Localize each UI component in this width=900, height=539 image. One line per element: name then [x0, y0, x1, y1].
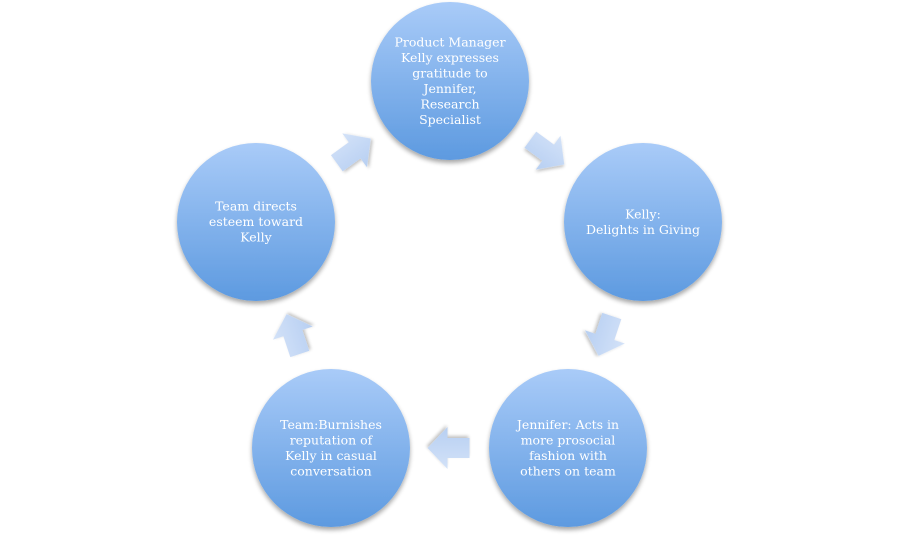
node-label-line: reputation of — [290, 432, 374, 447]
node-label-line: conversation — [290, 463, 371, 478]
arrow-giving-to-prosocial — [584, 312, 625, 356]
node-label-line: others on team — [520, 463, 616, 478]
node-label-line: Team:Burnishes — [280, 417, 382, 432]
node-label-line: fashion with — [529, 448, 607, 463]
node-label-line: Specialist — [419, 112, 481, 127]
node-label-line: Product Manager — [394, 34, 505, 49]
arrow-prosocial-to-reputation — [427, 427, 470, 469]
node-label-line: Jennifer, — [421, 81, 476, 96]
node-label-line: Team directs — [215, 199, 297, 214]
arrow-reputation-to-esteem — [272, 314, 313, 358]
node-circle — [177, 143, 335, 301]
node-label-line: Jennifer: Acts in — [515, 417, 619, 432]
node-label-line: Research — [420, 96, 479, 111]
arrow-esteem-to-gratitude — [330, 133, 371, 172]
node-giving: Kelly:Delights in Giving — [564, 143, 722, 301]
node-label-line: Kelly in casual — [285, 448, 377, 463]
node-label-line: Kelly — [240, 230, 272, 245]
arrows-layer — [272, 131, 625, 469]
node-label-line: more prosocial — [521, 432, 616, 447]
node-label-line: gratitude to — [412, 65, 487, 80]
node-circle — [252, 369, 410, 527]
node-label-line: esteem toward — [209, 214, 303, 229]
arrow-gratitude-to-giving — [524, 131, 565, 170]
node-label-line: Kelly: — [625, 206, 661, 221]
node-label-line: Delights in Giving — [586, 222, 700, 237]
node-circle — [371, 2, 529, 160]
node-label-line: Kelly expresses — [401, 50, 499, 65]
node-circle — [489, 369, 647, 527]
node-circle — [564, 143, 722, 301]
